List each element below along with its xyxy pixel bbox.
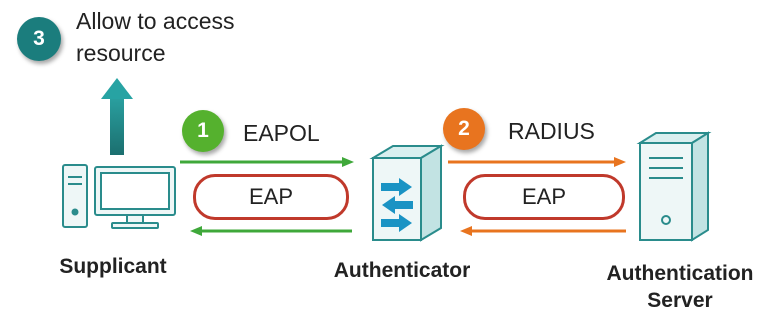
desktop-computer-icon: [62, 164, 176, 229]
step-2-badge: 2: [443, 108, 485, 150]
step-3-text-line1: Allow to access: [76, 8, 235, 34]
step-1-badge: 1: [182, 110, 224, 152]
upward-arrow: [101, 78, 133, 155]
authenticator-label: Authenticator: [333, 259, 471, 282]
server-label-line2: Server: [647, 289, 713, 312]
server-label-line1: Authentication: [606, 262, 754, 285]
eap-right-label: EAP: [521, 184, 567, 209]
eap-left-label: EAP: [248, 184, 294, 209]
step-2-number: 2: [458, 117, 470, 140]
network-switch-icon: [369, 144, 445, 242]
eap-right-pill: EAP: [463, 174, 625, 220]
step-3-text-line2: resource: [76, 40, 166, 66]
step-3-number: 3: [33, 27, 45, 50]
eap-left-pill: EAP: [193, 174, 349, 220]
supplicant-label: Supplicant: [59, 255, 167, 278]
radius-return-arrow: [460, 226, 626, 236]
eapol-label: EAPOL: [243, 120, 320, 146]
eapol-forward-arrow: [180, 157, 354, 167]
step-3-badge: 3: [17, 17, 61, 61]
radius-label: RADIUS: [508, 118, 595, 144]
server-tower-icon: [636, 131, 712, 242]
radius-forward-arrow: [448, 157, 626, 167]
eapol-return-arrow: [190, 226, 352, 236]
step-1-number: 1: [197, 119, 209, 142]
